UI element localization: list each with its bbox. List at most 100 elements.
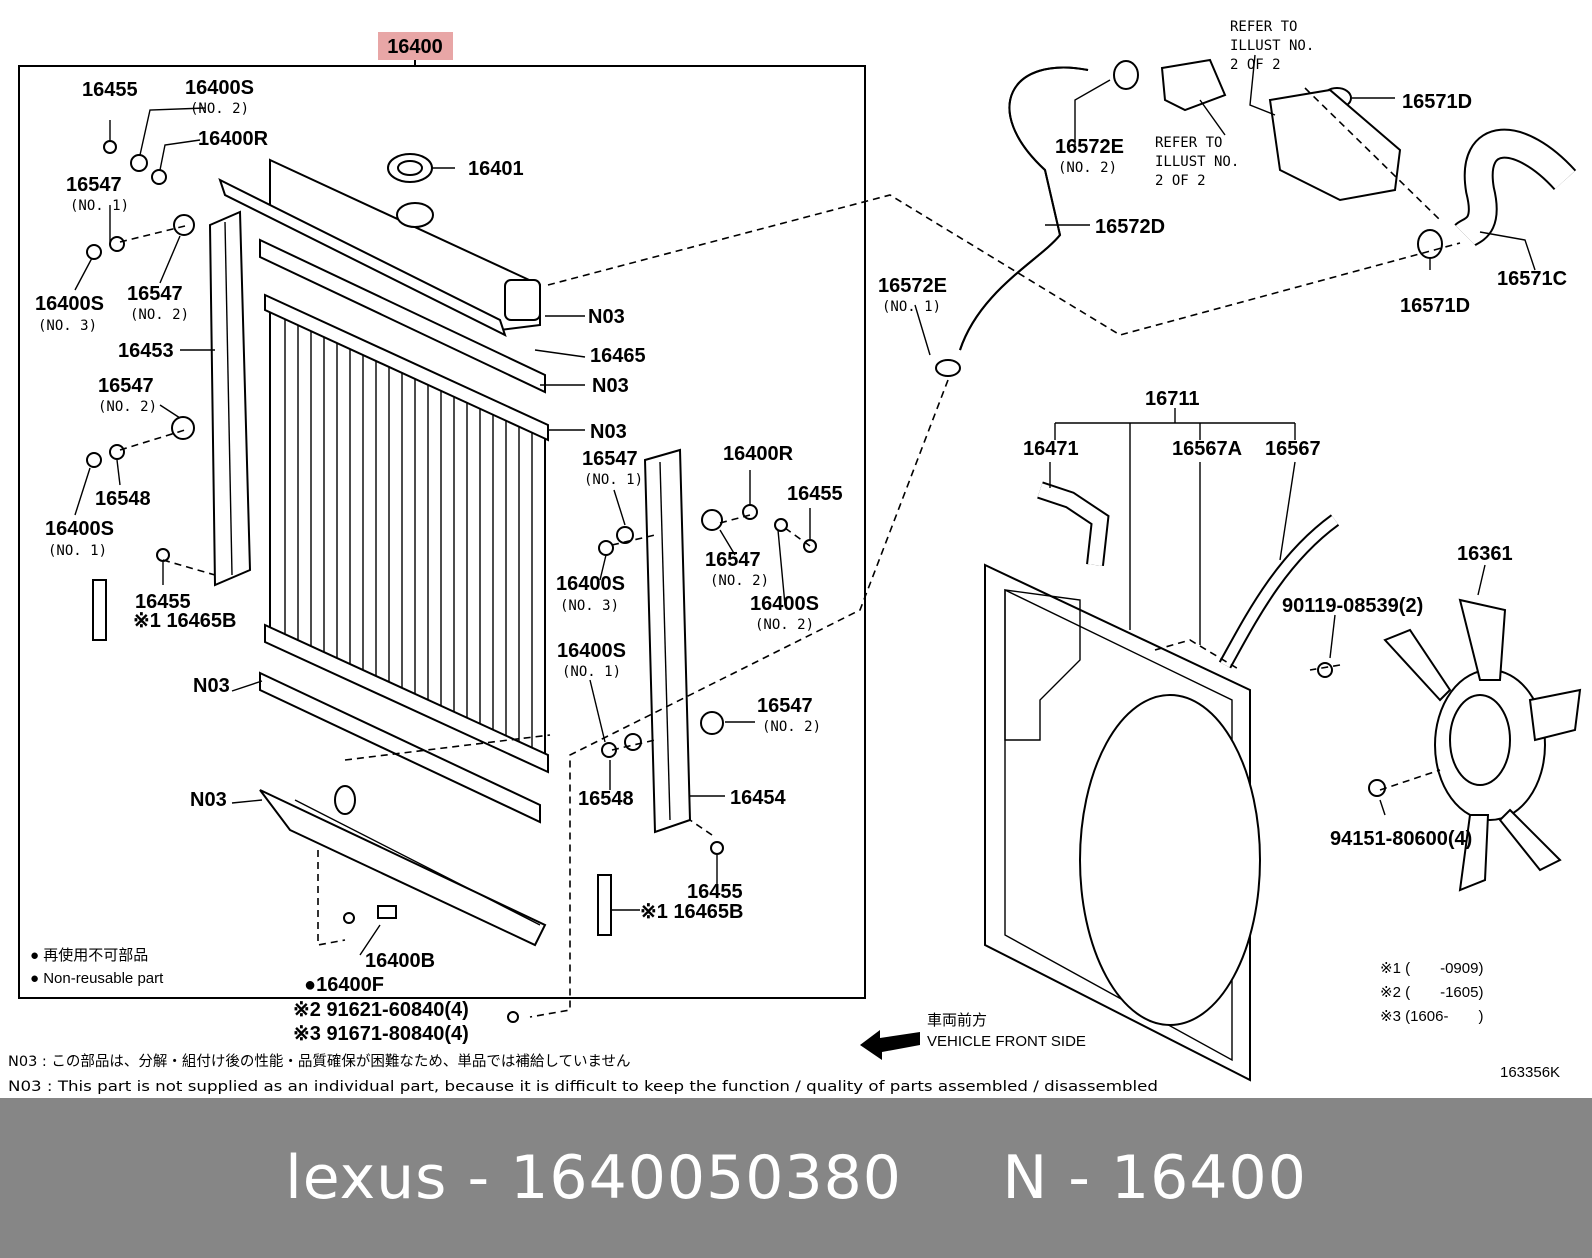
legend-en: ● Non-reusable part bbox=[30, 970, 164, 987]
svg-text:(NO. 2): (NO. 2) bbox=[190, 101, 249, 117]
label-n03-d[interactable]: N03 bbox=[193, 675, 230, 697]
label-16711[interactable]: 16711 bbox=[1145, 388, 1200, 410]
routing-lines bbox=[119, 87, 1461, 1018]
label-16455[interactable]: 16455 bbox=[82, 79, 138, 101]
label-16465b[interactable]: ※1 16465B bbox=[133, 610, 237, 632]
fan-nut bbox=[1368, 779, 1386, 797]
label-16572e-no2[interactable]: 16572E bbox=[1055, 136, 1124, 158]
footer-bar: lexus - 1640050380 N - 16400 bbox=[0, 1098, 1592, 1258]
label-n03-a[interactable]: N03 bbox=[588, 306, 625, 328]
svg-text:(NO. 2): (NO. 2) bbox=[710, 573, 769, 589]
label-16567a[interactable]: 16567A bbox=[1172, 438, 1242, 460]
footer-text: lexus - 1640050380 N - 16400 bbox=[285, 1143, 1307, 1213]
svg-text:ILLUST NO.: ILLUST NO. bbox=[1155, 154, 1239, 170]
right-side-bracket bbox=[643, 448, 692, 834]
label-16400f[interactable]: ●16400F bbox=[304, 974, 384, 996]
svg-text:(NO. 1): (NO. 1) bbox=[70, 198, 129, 214]
svg-text:(NO. 3): (NO. 3) bbox=[38, 318, 97, 334]
part-labels[interactable]: 16455 16400S (NO. 2) 16400R 16401 16547 … bbox=[35, 19, 1567, 1045]
svg-text:(NO. 1): (NO. 1) bbox=[882, 299, 941, 315]
svg-text:(NO. 3): (NO. 3) bbox=[560, 598, 619, 614]
label-16572e-no1[interactable]: 16572E bbox=[878, 275, 947, 297]
fan-bolt bbox=[1317, 662, 1333, 678]
svg-text:(NO. 1): (NO. 1) bbox=[48, 543, 107, 559]
label-16455-c[interactable]: 16455 bbox=[787, 483, 843, 505]
label-16571c[interactable]: 16571C bbox=[1497, 268, 1567, 290]
refer-note-b: REFER TO bbox=[1155, 135, 1222, 151]
refer-note-a: REFER TO bbox=[1230, 19, 1297, 35]
label-16400r[interactable]: 16400R bbox=[198, 128, 269, 150]
diagram-canvas: 16400 bbox=[8, 19, 1582, 1095]
label-16400s-no3[interactable]: 16400S bbox=[35, 293, 104, 315]
front-arrow-icon bbox=[860, 1030, 920, 1060]
upper-hose bbox=[959, 66, 1089, 351]
label-16453[interactable]: 16453 bbox=[118, 340, 174, 362]
label-16400b[interactable]: 16400B bbox=[365, 950, 435, 972]
label-16471[interactable]: 16471 bbox=[1023, 438, 1079, 460]
label-16465b-b[interactable]: ※1 16465B bbox=[640, 901, 744, 923]
svg-text:(NO. 2): (NO. 2) bbox=[755, 617, 814, 633]
radiator-cap bbox=[387, 153, 433, 183]
label-16401[interactable]: 16401 bbox=[468, 158, 524, 180]
label-16571d-b[interactable]: 16571D bbox=[1400, 295, 1470, 317]
footnote-2: ※2 ( -1605) bbox=[1380, 984, 1483, 1001]
svg-text:ILLUST NO.: ILLUST NO. bbox=[1230, 38, 1314, 54]
label-16547-no1-b[interactable]: 16547 bbox=[582, 448, 638, 470]
thermostat-housing bbox=[1160, 58, 1402, 202]
assembly-frame bbox=[18, 65, 866, 999]
label-bolt-b[interactable]: ※3 91671-80840(4) bbox=[293, 1023, 469, 1045]
label-16567[interactable]: 16567 bbox=[1265, 438, 1321, 460]
note-jp: N03 : この部品は、分解・組付け後の性能・品質確保が困難なため、単品では補給… bbox=[8, 1052, 631, 1070]
label-16572d[interactable]: 16572D bbox=[1095, 216, 1165, 238]
assembly-label[interactable]: 16400 bbox=[387, 36, 443, 58]
label-16547-no2-c[interactable]: 16547 bbox=[705, 549, 761, 571]
leader-lines bbox=[74, 54, 1536, 956]
upper-tank bbox=[218, 158, 541, 337]
label-16400s-no2[interactable]: 16400S bbox=[185, 77, 254, 99]
svg-text:(NO. 2): (NO. 2) bbox=[98, 399, 157, 415]
direction-en: VEHICLE FRONT SIDE bbox=[927, 1033, 1086, 1050]
label-16547-no2-d[interactable]: 16547 bbox=[757, 695, 813, 717]
svg-text:(NO. 2): (NO. 2) bbox=[762, 719, 821, 735]
legend-jp: ● 再使用不可部品 bbox=[30, 947, 148, 964]
label-n03-b[interactable]: N03 bbox=[592, 375, 629, 397]
assembly-label-highlight bbox=[378, 32, 453, 60]
label-90119[interactable]: 90119-08539(2) bbox=[1282, 595, 1423, 617]
footnote-1: ※1 ( -0909) bbox=[1380, 960, 1483, 977]
label-n03-e[interactable]: N03 bbox=[190, 789, 227, 811]
label-16400s-no1[interactable]: 16400S bbox=[45, 518, 114, 540]
upper-gasket bbox=[259, 238, 546, 394]
hardware-set bbox=[86, 140, 817, 1023]
label-16454[interactable]: 16454 bbox=[730, 787, 786, 809]
label-16455-b[interactable]: 16455 bbox=[135, 591, 191, 613]
label-16547-no2-b[interactable]: 16547 bbox=[98, 375, 154, 397]
svg-text:2 OF 2: 2 OF 2 bbox=[1155, 173, 1206, 189]
label-16400r-b[interactable]: 16400R bbox=[723, 443, 794, 465]
cooling-fan bbox=[1383, 598, 1582, 892]
label-16547-no2[interactable]: 16547 bbox=[127, 283, 183, 305]
svg-text:(NO. 1): (NO. 1) bbox=[584, 472, 643, 488]
label-16465[interactable]: 16465 bbox=[590, 345, 646, 367]
label-16400s-no1-b[interactable]: 16400S bbox=[557, 640, 626, 662]
label-16548[interactable]: 16548 bbox=[95, 488, 151, 510]
label-16455-d[interactable]: 16455 bbox=[687, 881, 743, 903]
label-94151[interactable]: 94151-80600(4) bbox=[1330, 828, 1472, 850]
lower-tank bbox=[259, 785, 547, 947]
label-16400s-no2-b[interactable]: 16400S bbox=[750, 593, 819, 615]
parts-diagram: 16400 bbox=[8, 19, 1582, 1095]
fan-shroud bbox=[984, 563, 1261, 1082]
label-16548-b[interactable]: 16548 bbox=[578, 788, 634, 810]
direction-jp: 車両前方 bbox=[927, 1012, 987, 1029]
left-side-bracket bbox=[208, 210, 252, 587]
footnote-3: ※3 (1606- ) bbox=[1380, 1008, 1483, 1025]
lower-hose bbox=[1454, 128, 1577, 248]
label-16400s-no3-b[interactable]: 16400S bbox=[556, 573, 625, 595]
lower-gasket bbox=[259, 671, 541, 824]
label-16547-no1[interactable]: 16547 bbox=[66, 174, 122, 196]
svg-text:(NO. 1): (NO. 1) bbox=[562, 664, 621, 680]
label-16571d-a[interactable]: 16571D bbox=[1402, 91, 1472, 113]
illustration-id: 163356K bbox=[1500, 1064, 1560, 1081]
label-16361[interactable]: 16361 bbox=[1457, 543, 1513, 565]
label-n03-c[interactable]: N03 bbox=[590, 421, 627, 443]
label-bolt-a[interactable]: ※2 91621-60840(4) bbox=[293, 999, 469, 1021]
